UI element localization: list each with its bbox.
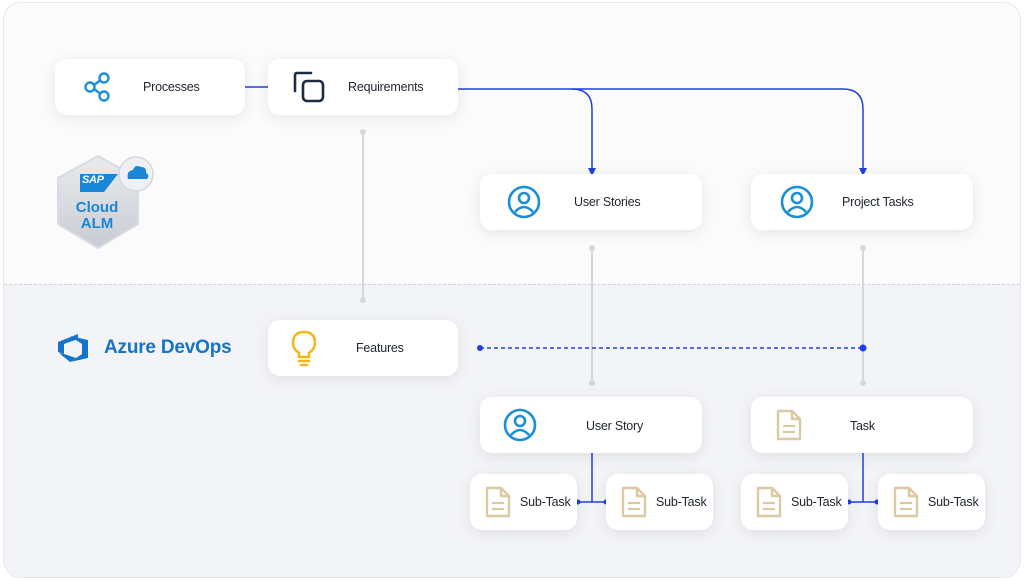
connector-dot [360, 297, 366, 303]
cloud-icon [127, 166, 149, 179]
node-label: User Story [586, 419, 644, 433]
user-circle-icon [780, 185, 814, 219]
sap-badge-line2: ALM [80, 215, 114, 232]
node-processes[interactable]: Processes [55, 59, 245, 115]
node-task[interactable]: Task [751, 397, 973, 453]
azure-devops-brand: Azure DevOps [56, 333, 232, 363]
sap-badge-line1: Cloud [75, 199, 119, 216]
node-label: Requirements [348, 80, 424, 94]
connector-requirements-projecttasks [572, 88, 864, 170]
node-user-stories[interactable]: User Stories [480, 174, 702, 230]
node-label: Task [850, 419, 875, 433]
node-sub-task[interactable]: Sub-Task [878, 474, 985, 530]
sap-cloud-alm-badge [57, 155, 154, 249]
node-requirements[interactable]: Requirements [268, 59, 458, 115]
connector-dot [860, 380, 866, 386]
connector-dot [477, 345, 483, 351]
document-icon [893, 486, 919, 518]
node-label: Project Tasks [842, 195, 914, 209]
connector-requirements-userstories [451, 88, 593, 170]
user-circle-icon [503, 408, 537, 442]
document-icon [621, 486, 647, 518]
node-project-tasks[interactable]: Project Tasks [751, 174, 973, 230]
user-circle-icon [507, 185, 541, 219]
connector-dot [360, 129, 366, 135]
document-icon [756, 486, 782, 518]
node-sub-task[interactable]: Sub-Task [470, 474, 577, 530]
sap-badge-text: Cloud ALM [52, 200, 142, 232]
arrow-head [588, 168, 596, 176]
node-label: Sub-Task [520, 495, 571, 509]
arrow-head [859, 168, 867, 176]
node-label: Processes [143, 80, 200, 94]
connector-dot [589, 245, 595, 251]
copy-squares-icon [293, 71, 325, 103]
share-network-icon [84, 72, 110, 102]
azure-devops-icon [58, 334, 88, 362]
document-icon [485, 486, 511, 518]
node-features[interactable]: Features [268, 320, 458, 376]
node-user-story[interactable]: User Story [480, 397, 702, 453]
node-label: Sub-Task [928, 495, 979, 509]
node-label: Features [356, 341, 404, 355]
node-label: User Stories [574, 195, 641, 209]
connector-dot [589, 380, 595, 386]
lightbulb-icon [291, 330, 317, 367]
node-label: Sub-Task [656, 495, 707, 509]
document-icon [776, 409, 802, 441]
node-sub-task[interactable]: Sub-Task [606, 474, 713, 530]
node-sub-task[interactable]: Sub-Task [741, 474, 848, 530]
azure-devops-name: Azure DevOps [104, 337, 232, 358]
sap-logo-text: SAP [82, 174, 104, 186]
node-label: Sub-Task [791, 495, 842, 509]
connector-dot [860, 245, 866, 251]
connector-dot [859, 344, 867, 352]
